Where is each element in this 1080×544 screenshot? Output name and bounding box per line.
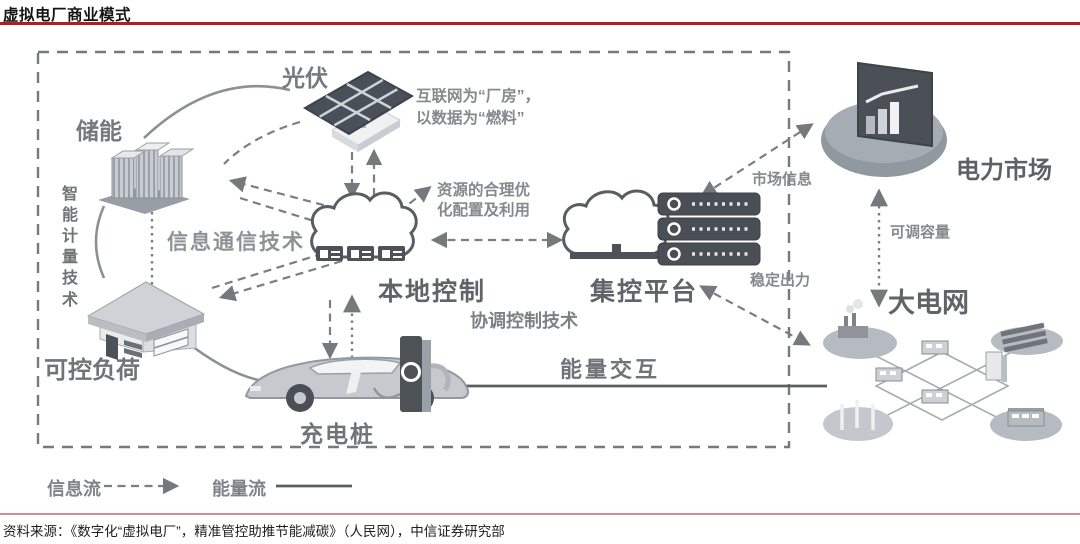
dash-pv-to-left xyxy=(223,120,301,165)
annotation-energy-interaction: 能量交互 xyxy=(560,357,661,382)
annotation-resource-line1: 资源的合理优 xyxy=(437,182,531,199)
annotation-stable-output: 稳定出力 xyxy=(750,272,811,289)
curve-storage-to-pv xyxy=(143,84,291,139)
annotation-internet-line2: 以数据为“燃料” xyxy=(416,110,525,127)
metering-bracket-arc xyxy=(94,205,106,279)
power-market-icon xyxy=(821,61,947,177)
node-label-pv: 光伏 xyxy=(282,65,328,91)
node-label-power-market: 电力市场 xyxy=(956,157,1052,184)
substation-buildings-icon xyxy=(875,340,1045,427)
node-label-local-control: 本地控制 xyxy=(378,278,487,306)
energy-storage-icon xyxy=(98,142,195,214)
poles-icon xyxy=(840,400,875,430)
annotation-coordination: 协调控制技术 xyxy=(470,311,578,331)
node-label-ict: 信息通信技术 xyxy=(167,231,305,254)
node-label-smart-metering: 智能计量技术 xyxy=(62,186,79,309)
source-citation: 资料来源：《数字化“虚拟电厂”，精准管控助推节能减碳》（人民网），中信证券研究部 xyxy=(3,524,505,539)
central-platform-icon xyxy=(562,189,761,266)
legend-info-flow-label: 信息流 xyxy=(47,479,101,499)
legend-energy-flow-label: 能量流 xyxy=(212,479,266,499)
arrow-load-to-cloud xyxy=(211,246,338,290)
node-label-grid: 大电网 xyxy=(888,288,969,318)
title-rule xyxy=(0,22,1080,25)
arrow-storage-to-cloud xyxy=(239,196,350,235)
server-rack-icon xyxy=(657,192,761,266)
local-servers-icon xyxy=(316,246,405,261)
grid-network-icon xyxy=(823,299,1063,441)
annotation-market-info: 市场信息 xyxy=(752,171,813,188)
node-label-central-platform: 集控平台 xyxy=(590,278,699,306)
annotation-resource-line2: 化配置及利用 xyxy=(437,202,531,219)
house-icon xyxy=(86,281,206,360)
arrow-central-market xyxy=(700,123,814,197)
solar-panel-icon xyxy=(303,70,415,152)
page-title: 虚拟电厂商业模式 xyxy=(3,7,132,24)
solar-farm-icon xyxy=(1000,322,1048,353)
annotation-adjustable-capacity: 可调容量 xyxy=(890,224,951,241)
local-control-cloud-icon xyxy=(310,191,418,261)
node-label-storage: 储能 xyxy=(76,118,122,144)
arrow-central-grid xyxy=(699,285,811,346)
charging-pile-icon xyxy=(372,336,451,412)
source-rule xyxy=(0,513,1080,515)
arrow-cloud-to-load xyxy=(218,259,343,302)
vpp-boundary-box xyxy=(36,50,791,449)
node-label-charging-pile: 充电桩 xyxy=(300,421,375,447)
annotation-internet-line1: 互联网为“厂房”， xyxy=(416,88,541,105)
factory-icon xyxy=(838,299,868,338)
node-label-controllable-load: 可控负荷 xyxy=(44,357,140,384)
